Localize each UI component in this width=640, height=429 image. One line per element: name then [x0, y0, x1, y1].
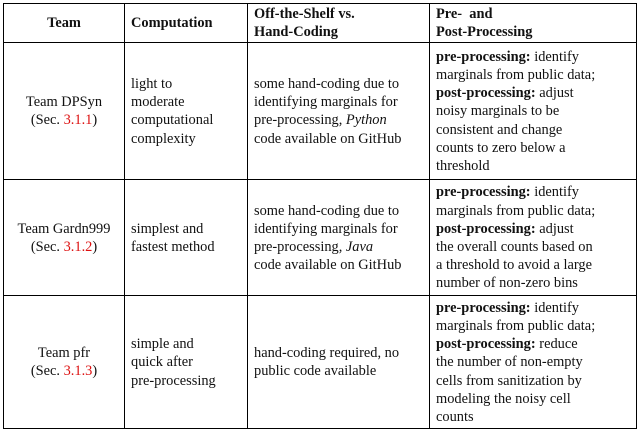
- section-link[interactable]: 3.1.1: [63, 112, 93, 129]
- computation-line: simplest and: [131, 220, 204, 237]
- offshelf-cell: hand-coding required, no public code ava…: [247, 295, 430, 429]
- pre-label: pre-processing:: [436, 184, 531, 201]
- pre-label: pre-processing:: [436, 299, 531, 316]
- computation-line: pre-processing: [131, 372, 216, 389]
- computation-line: complexity: [131, 130, 196, 147]
- table-row: Team Gardn999 (Sec. 3.1.2) simplest and …: [3, 179, 637, 297]
- section-ref: (Sec. 3.1.2): [30, 238, 98, 255]
- team-name: Team Gardn999: [17, 220, 111, 237]
- offshelf-line: public code available: [254, 363, 377, 380]
- prepost-cell: pre-processing: identify marginals from …: [429, 179, 637, 297]
- offshelf-cell: some hand-coding due to identifying marg…: [247, 42, 430, 181]
- post-line: the number of non-empty: [436, 354, 583, 371]
- post-line: cells from sanitization by: [436, 372, 582, 389]
- post-line: consistent and change: [436, 121, 563, 138]
- post-line: a threshold to avoid a large: [436, 257, 592, 274]
- post-line: modeling the noisy cell: [436, 390, 571, 407]
- post-line: number of non-zero bins: [436, 275, 578, 292]
- post-label: post-processing:: [436, 85, 536, 102]
- computation-cell: simple and quick after pre-processing: [124, 295, 248, 429]
- computation-line: moderate: [131, 94, 185, 111]
- post-line: post-processing: reduce: [436, 336, 578, 353]
- table-row: Team DPSyn (Sec. 3.1.1) light to moderat…: [3, 42, 637, 181]
- offshelf-line: some hand-coding due to: [254, 202, 400, 219]
- header-team: Team: [3, 2, 125, 44]
- language-name: Java: [345, 238, 374, 255]
- section-link[interactable]: 3.1.2: [63, 238, 93, 255]
- offshelf-line: identifying marginals for: [254, 220, 398, 237]
- section-link[interactable]: 3.1.3: [63, 363, 93, 380]
- offshelf-line: pre-processing, Java: [254, 238, 374, 255]
- pre-line: pre-processing: identify: [436, 184, 579, 201]
- computation-line: light to: [131, 76, 173, 92]
- language-name: Python: [345, 112, 387, 129]
- header-prepost-line2: Post-Processing: [436, 24, 533, 41]
- section-ref: (Sec. 3.1.3): [30, 363, 98, 380]
- pre-label: pre-processing:: [436, 48, 531, 65]
- offshelf-line: code available on GitHub: [254, 257, 402, 274]
- pre-line: pre-processing: identify: [436, 299, 579, 316]
- team-cell: Team pfr (Sec. 3.1.3): [3, 295, 125, 429]
- prepost-cell: pre-processing: identify marginals from …: [429, 295, 637, 429]
- pre-line: marginals from public data;: [436, 202, 596, 219]
- post-label: post-processing:: [436, 336, 536, 353]
- section-ref: (Sec. 3.1.1): [30, 112, 98, 129]
- team-cell: Team DPSyn (Sec. 3.1.1): [3, 42, 125, 181]
- offshelf-cell: some hand-coding due to identifying marg…: [247, 179, 430, 297]
- computation-cell: simplest and fastest method: [124, 179, 248, 297]
- offshelf-line: identifying marginals for: [254, 94, 398, 111]
- pre-line: marginals from public data;: [436, 66, 596, 83]
- offshelf-line: some hand-coding due to: [254, 76, 400, 92]
- header-row: Team Computation Off-the-Shelf vs. Hand-…: [3, 2, 637, 44]
- post-line: counts: [436, 408, 474, 425]
- post-line: post-processing: adjust: [436, 220, 574, 237]
- post-line: threshold: [436, 157, 490, 174]
- post-line: counts to zero below a: [436, 139, 566, 156]
- pre-line: marginals from public data;: [436, 317, 596, 334]
- computation-line: quick after: [131, 354, 193, 371]
- table-row: Team pfr (Sec. 3.1.3) simple and quick a…: [3, 295, 637, 429]
- header-prepost-line1: Pre- and: [436, 6, 493, 22]
- team-name: Team pfr: [37, 345, 91, 362]
- prepost-cell: pre-processing: identify marginals from …: [429, 42, 637, 181]
- post-line: post-processing: adjust: [436, 85, 574, 102]
- header-offshelf: Off-the-Shelf vs. Hand-Coding: [247, 2, 430, 44]
- post-line: noisy marginals to be: [436, 103, 560, 120]
- header-prepost: Pre- and Post-Processing: [429, 2, 637, 44]
- comparison-table: Team Computation Off-the-Shelf vs. Hand-…: [3, 2, 637, 429]
- computation-line: simple and: [131, 336, 194, 353]
- team-cell: Team Gardn999 (Sec. 3.1.2): [3, 179, 125, 297]
- computation-line: fastest method: [131, 238, 215, 255]
- post-label: post-processing:: [436, 220, 536, 237]
- computation-cell: light to moderate computational complexi…: [124, 42, 248, 181]
- team-name: Team DPSyn: [25, 94, 103, 111]
- header-computation: Computation: [124, 2, 248, 44]
- header-offshelf-line2: Hand-Coding: [254, 24, 338, 41]
- offshelf-line: pre-processing, Python: [254, 112, 387, 129]
- offshelf-line: code available on GitHub: [254, 130, 402, 147]
- post-line: the overall counts based on: [436, 238, 593, 255]
- header-offshelf-line1: Off-the-Shelf vs.: [254, 6, 355, 22]
- offshelf-line: hand-coding required, no: [254, 345, 400, 362]
- computation-line: computational: [131, 112, 214, 129]
- pre-line: pre-processing: identify: [436, 48, 579, 65]
